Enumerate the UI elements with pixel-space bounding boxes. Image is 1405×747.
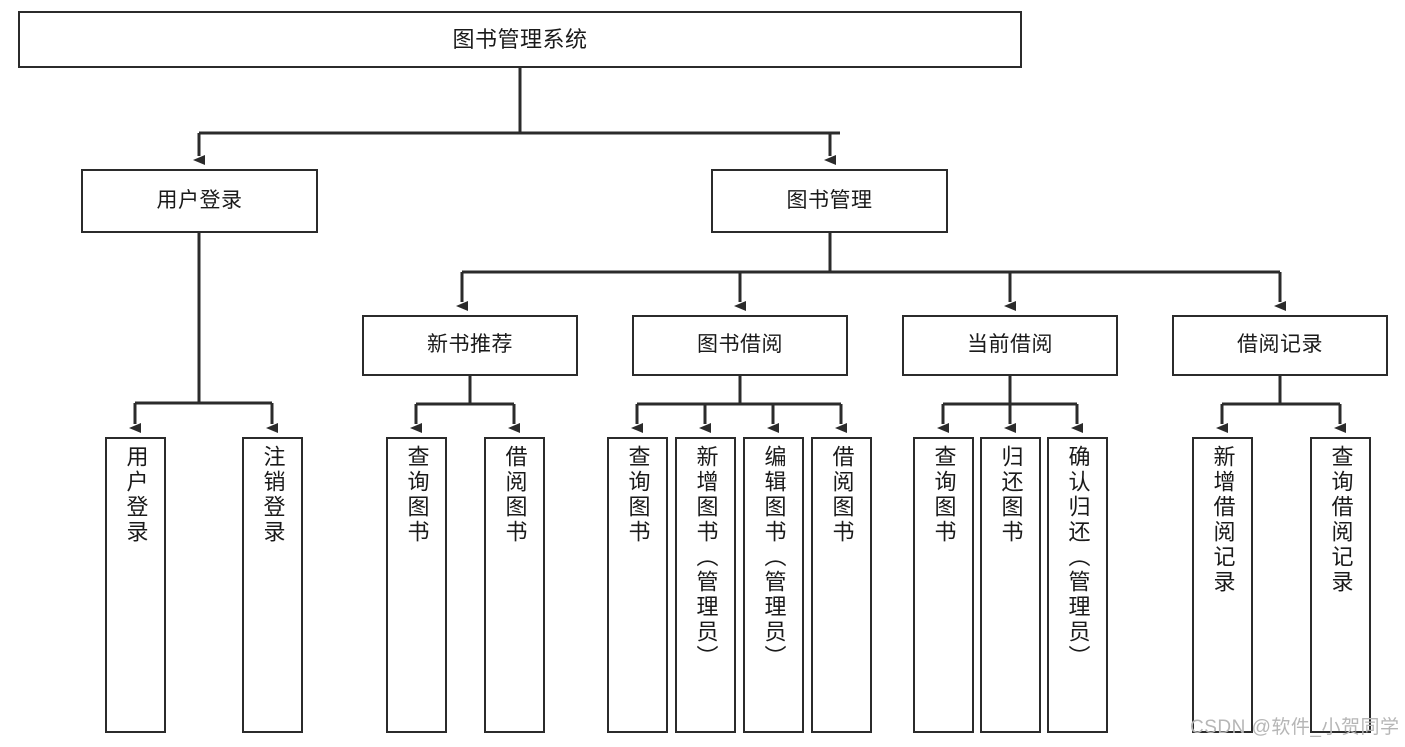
node-leaf-user-login-label: 用户登录	[123, 445, 149, 545]
node-leaf-query-book-a[interactable]: 查询图书	[386, 437, 447, 733]
node-new-book-recommend-label: 新书推荐	[427, 333, 513, 357]
node-leaf-return-book[interactable]: 归还图书	[980, 437, 1041, 733]
node-leaf-return-book-label: 归还图书	[998, 445, 1024, 545]
node-book-management-label: 图书管理	[786, 188, 873, 212]
node-new-book-recommend[interactable]: 新书推荐	[362, 315, 578, 376]
node-current-borrow[interactable]: 当前借阅	[902, 315, 1118, 376]
node-leaf-borrow-book-b[interactable]: 借阅图书	[811, 437, 872, 733]
node-leaf-edit-book-label: 编辑图书（管理员）	[761, 445, 787, 670]
node-leaf-borrow-book-b-label: 借阅图书	[829, 445, 855, 545]
node-leaf-logout-label: 注销登录	[260, 445, 286, 545]
node-book-management[interactable]: 图书管理	[711, 169, 948, 233]
node-leaf-logout[interactable]: 注销登录	[242, 437, 303, 733]
node-user-login-label: 用户登录	[156, 188, 243, 212]
node-user-login[interactable]: 用户登录	[81, 169, 318, 233]
node-leaf-query-record-label: 查询借阅记录	[1328, 445, 1354, 595]
node-leaf-user-login[interactable]: 用户登录	[105, 437, 166, 733]
node-leaf-add-record-label: 新增借阅记录	[1210, 445, 1236, 595]
node-root-label: 图书管理系统	[452, 26, 588, 52]
node-leaf-add-record[interactable]: 新增借阅记录	[1192, 437, 1253, 733]
node-book-borrow-label: 图书借阅	[697, 333, 783, 357]
node-leaf-query-record[interactable]: 查询借阅记录	[1310, 437, 1371, 733]
node-leaf-confirm-return-label: 确认归还（管理员）	[1065, 445, 1091, 670]
node-borrow-record-label: 借阅记录	[1237, 333, 1323, 357]
node-leaf-query-book-b[interactable]: 查询图书	[607, 437, 668, 733]
node-leaf-query-book-b-label: 查询图书	[625, 445, 651, 545]
node-leaf-borrow-book-a-label: 借阅图书	[502, 445, 528, 545]
node-book-borrow[interactable]: 图书借阅	[632, 315, 848, 376]
node-leaf-edit-book[interactable]: 编辑图书（管理员）	[743, 437, 804, 733]
node-leaf-query-book-c-label: 查询图书	[931, 445, 957, 545]
node-root[interactable]: 图书管理系统	[18, 11, 1022, 68]
node-leaf-query-book-a-label: 查询图书	[404, 445, 430, 545]
node-borrow-record[interactable]: 借阅记录	[1172, 315, 1388, 376]
node-leaf-add-book-label: 新增图书（管理员）	[693, 445, 719, 670]
node-current-borrow-label: 当前借阅	[967, 333, 1053, 357]
node-leaf-borrow-book-a[interactable]: 借阅图书	[484, 437, 545, 733]
node-leaf-add-book[interactable]: 新增图书（管理员）	[675, 437, 736, 733]
node-leaf-query-book-c[interactable]: 查询图书	[913, 437, 974, 733]
node-leaf-confirm-return[interactable]: 确认归还（管理员）	[1047, 437, 1108, 733]
